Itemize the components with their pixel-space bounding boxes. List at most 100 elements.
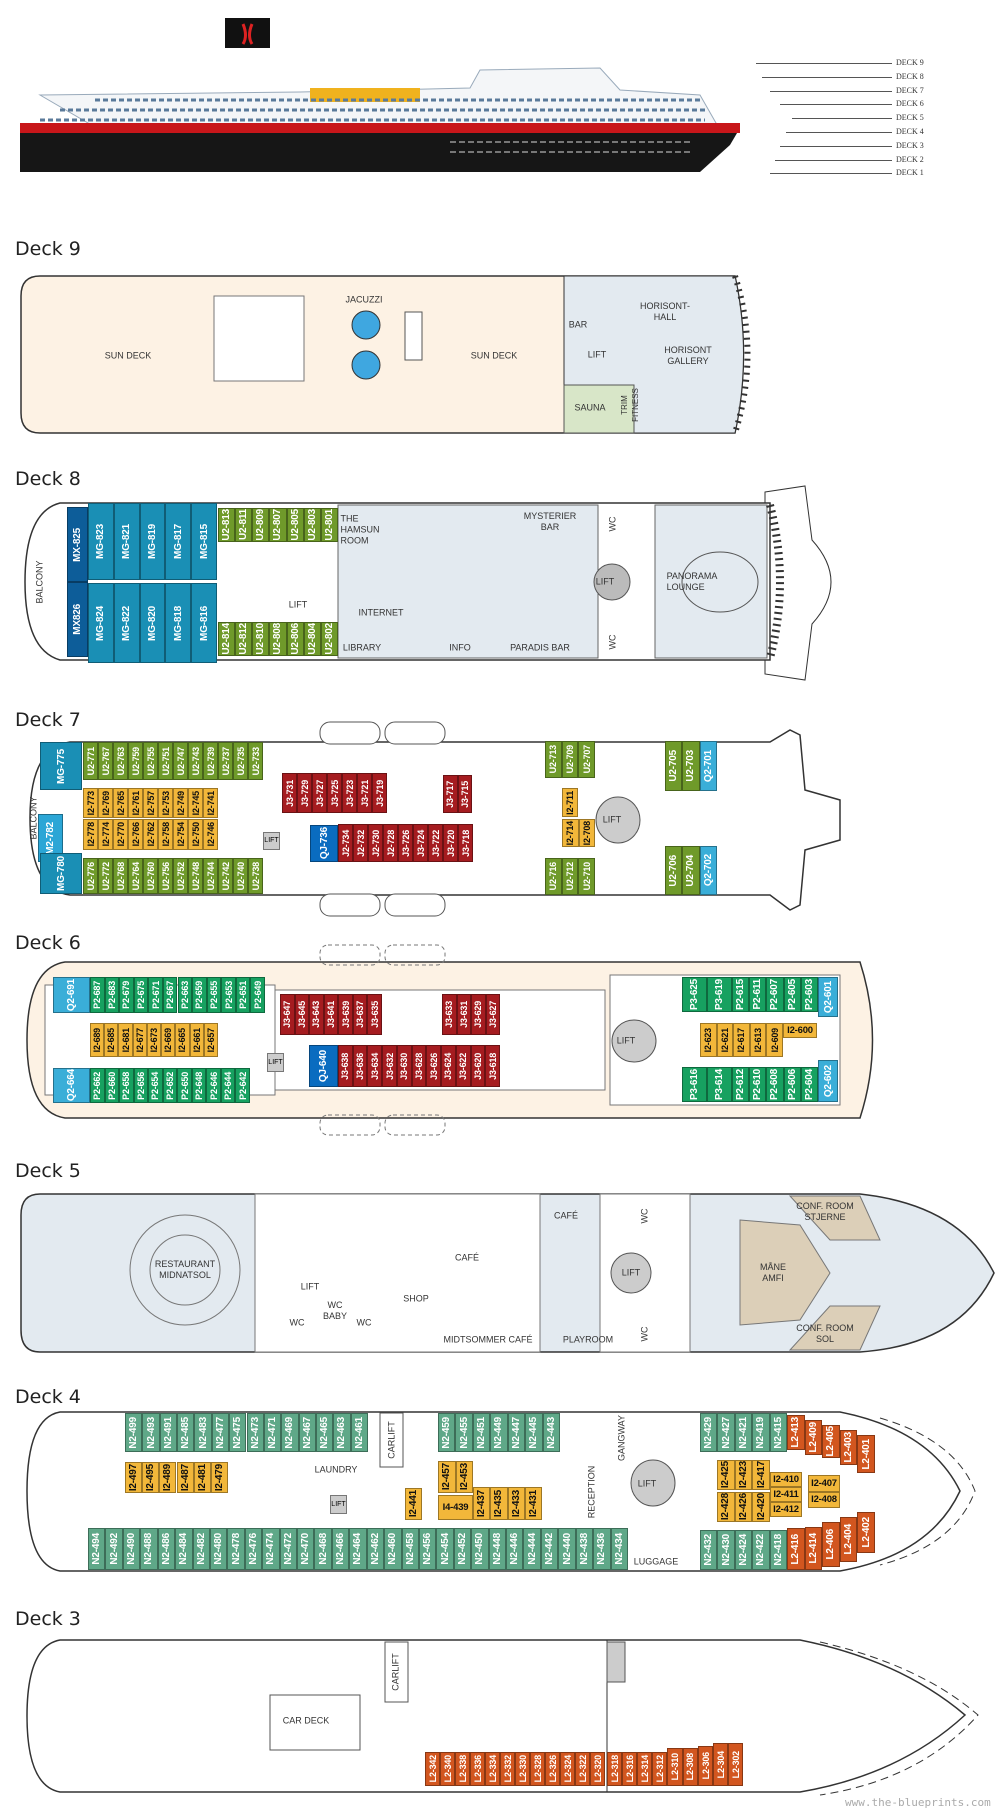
cabin-i2-714[interactable]: I2-714 [562, 819, 579, 847]
cabin-i2-758[interactable]: I2-758 [158, 819, 173, 850]
cabin-n2-424[interactable]: N2-424 [734, 1530, 753, 1570]
cabin-j3-641[interactable]: J3-641 [323, 994, 339, 1035]
cabin-n2-477[interactable]: N2-477 [211, 1413, 230, 1452]
cabin-j3-632[interactable]: J3-632 [382, 1045, 397, 1087]
cabin-l2-402[interactable]: L2-402 [857, 1512, 875, 1553]
cabin-u2-712[interactable]: U2-712 [561, 858, 579, 895]
cabin-j3-731[interactable]: J3-731 [282, 773, 297, 813]
cabin-i2-689[interactable]: I2-689 [90, 1023, 105, 1057]
cabin-n2-432[interactable]: N2-432 [700, 1530, 718, 1570]
cabin-mg-819[interactable]: MG-819 [139, 503, 166, 580]
cabin-u2-706[interactable]: U2-706 [665, 846, 683, 895]
cabin-p2-606[interactable]: P2-606 [783, 1067, 801, 1102]
cabin-n2-475[interactable]: N2-475 [229, 1413, 247, 1452]
cabin-p2-608[interactable]: P2-608 [766, 1067, 784, 1102]
cabin-i2-677[interactable]: I2-677 [132, 1023, 147, 1057]
cabin-n2-444[interactable]: N2-444 [523, 1528, 541, 1570]
cabin-l2-310[interactable]: L2-310 [667, 1748, 683, 1786]
cabin-p2-662[interactable]: P2-662 [90, 1068, 105, 1103]
cabin-qj-640[interactable]: QJ-640 [309, 1045, 338, 1087]
cabin-mg-818[interactable]: MG-818 [165, 583, 192, 663]
cabin-mg-822[interactable]: MG-822 [113, 583, 140, 663]
cabin-i2-420[interactable]: I2-420 [752, 1492, 770, 1522]
cabin-n2-494[interactable]: N2-494 [88, 1528, 106, 1570]
cabin-j3-723[interactable]: J3-723 [342, 773, 357, 813]
cabin-p2-644[interactable]: P2-644 [220, 1068, 236, 1103]
cabin-n2-421[interactable]: N2-421 [734, 1413, 753, 1452]
cabin-qj-736[interactable]: QJ-736 [310, 825, 338, 862]
cabin-u2-808[interactable]: U2-808 [269, 622, 287, 656]
cabin-n2-450[interactable]: N2-450 [471, 1528, 489, 1570]
cabin-i2-425[interactable]: I2-425 [717, 1460, 735, 1490]
cabin-p2-612[interactable]: P2-612 [732, 1067, 750, 1102]
cabin-n2-422[interactable]: N2-422 [752, 1530, 770, 1570]
cabin-i2-426[interactable]: I2-426 [734, 1492, 753, 1522]
cabin-j3-719[interactable]: J3-719 [372, 773, 387, 813]
cabin-mg-817[interactable]: MG-817 [165, 503, 192, 580]
cabin-p2-604[interactable]: P2-604 [800, 1067, 818, 1102]
cabin-i2-623[interactable]: I2-623 [700, 1023, 717, 1057]
cabin-u2-801[interactable]: U2-801 [320, 508, 338, 542]
cabin-n2-492[interactable]: N2-492 [105, 1528, 123, 1570]
cabin-i2-749[interactable]: I2-749 [173, 788, 188, 818]
cabin-q2-664[interactable]: Q2-664 [53, 1068, 90, 1103]
cabin-l2-320[interactable]: L2-320 [590, 1752, 605, 1786]
cabin-j3-634[interactable]: J3-634 [367, 1045, 383, 1087]
cabin-j3-727[interactable]: J3-727 [312, 773, 327, 813]
cabin-q2-701[interactable]: Q2-701 [699, 741, 717, 791]
cabin-l2-322[interactable]: L2-322 [575, 1752, 590, 1786]
cabin-l2-330[interactable]: L2-330 [515, 1752, 530, 1786]
cabin-n2-464[interactable]: N2-464 [349, 1528, 367, 1570]
cabin-i2-766[interactable]: I2-766 [128, 819, 143, 850]
cabin-u2-737[interactable]: U2-737 [218, 742, 233, 780]
cabin-j3-645[interactable]: J3-645 [294, 994, 310, 1035]
cabin-j2-730[interactable]: J2-730 [368, 824, 383, 862]
cabin-i2-673[interactable]: I2-673 [146, 1023, 162, 1057]
cabin-n2-445[interactable]: N2-445 [525, 1413, 543, 1452]
cabin-mg-820[interactable]: MG-820 [139, 583, 166, 663]
cabin-j3-627[interactable]: J3-627 [485, 994, 500, 1035]
cabin-u2-804[interactable]: U2-804 [303, 622, 321, 656]
cabin-u2-743[interactable]: U2-743 [188, 742, 203, 780]
cabin-n2-483[interactable]: N2-483 [194, 1413, 212, 1452]
cabin-n2-429[interactable]: N2-429 [700, 1413, 718, 1452]
cabin-u2-803[interactable]: U2-803 [303, 508, 321, 542]
cabin-n2-462[interactable]: N2-462 [366, 1528, 385, 1570]
cabin-j3-725[interactable]: J3-725 [327, 773, 342, 813]
cabin-p2-658[interactable]: P2-658 [119, 1068, 134, 1103]
cabin-n2-472[interactable]: N2-472 [279, 1528, 298, 1570]
cabin-l2-332[interactable]: L2-332 [500, 1752, 515, 1786]
cabin-l2-336[interactable]: L2-336 [470, 1752, 485, 1786]
cabin-u2-739[interactable]: U2-739 [203, 742, 218, 780]
cabin-u2-747[interactable]: U2-747 [173, 742, 188, 780]
cabin-j3-636[interactable]: J3-636 [352, 1045, 368, 1087]
cabin-n2-427[interactable]: N2-427 [717, 1413, 735, 1452]
cabin-i2-497[interactable]: I2-497 [125, 1462, 143, 1493]
cabin-j2-728[interactable]: J2-728 [383, 824, 398, 862]
cabin-u2-763[interactable]: U2-763 [113, 742, 128, 780]
cabin-i2-481[interactable]: I2-481 [193, 1462, 211, 1493]
cabin-i2-621[interactable]: I2-621 [716, 1023, 734, 1057]
cabin-i2-769[interactable]: I2-769 [98, 788, 113, 818]
cabin-l2-308[interactable]: L2-308 [682, 1748, 698, 1786]
cabin-n2-465[interactable]: N2-465 [315, 1413, 334, 1452]
cabin-n2-468[interactable]: N2-468 [314, 1528, 332, 1570]
cabin-n2-474[interactable]: N2-474 [262, 1528, 280, 1570]
cabin-i2-741[interactable]: I2-741 [203, 788, 218, 818]
cabin-n2-461[interactable]: N2-461 [350, 1413, 368, 1452]
cabin-i2-745[interactable]: I2-745 [188, 788, 203, 818]
cabin-p3-616[interactable]: P3-616 [682, 1067, 707, 1102]
cabin-i2-435[interactable]: I2-435 [490, 1487, 508, 1520]
cabin-l2-318[interactable]: L2-318 [607, 1752, 622, 1786]
cabin-j3-729[interactable]: J3-729 [297, 773, 312, 813]
cabin-u2-767[interactable]: U2-767 [98, 742, 113, 780]
cabin-n2-451[interactable]: N2-451 [472, 1413, 491, 1452]
cabin-l2-334[interactable]: L2-334 [485, 1752, 500, 1786]
cabin-p2-615[interactable]: P2-615 [732, 977, 750, 1012]
cabin-i2-773[interactable]: I2-773 [83, 788, 98, 818]
cabin-n2-484[interactable]: N2-484 [175, 1528, 193, 1570]
cabin-q2-691[interactable]: Q2-691 [53, 977, 90, 1013]
cabin-i2-778[interactable]: I2-778 [83, 819, 98, 850]
cabin-l2-312[interactable]: L2-312 [652, 1752, 667, 1786]
cabin-u2-751[interactable]: U2-751 [158, 742, 173, 780]
